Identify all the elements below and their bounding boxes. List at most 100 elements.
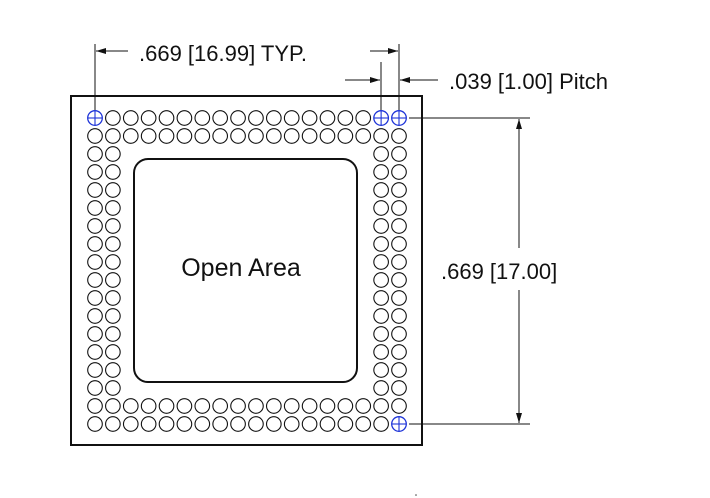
ball-pad (373, 308, 389, 324)
ball-pad (391, 344, 407, 360)
side-dimension-label: .669 [17.00] (441, 259, 557, 284)
ball-pad (87, 128, 103, 144)
ball-pad (140, 398, 157, 414)
ball-pad (391, 200, 407, 216)
ball-pad (105, 146, 121, 162)
ball-pad (283, 416, 300, 432)
ball-pad (373, 128, 389, 144)
ball-pad (230, 398, 246, 414)
ball-pad (283, 128, 300, 144)
ball-pad (373, 146, 389, 162)
ball-pad (391, 290, 407, 306)
ball-pad (176, 128, 193, 144)
ball-pad (373, 398, 389, 414)
ball-pad (265, 110, 282, 126)
speck-mark (415, 494, 417, 496)
ball-pad (87, 380, 103, 396)
ball-pad (105, 110, 121, 126)
ball-pad (212, 110, 229, 126)
ball-pad (87, 182, 103, 198)
ball-pad (391, 182, 407, 198)
ball-pad (373, 416, 389, 432)
ball-pad (391, 398, 407, 414)
ball-pad (158, 128, 175, 144)
ball-pad (212, 398, 229, 414)
ball-pad (87, 146, 103, 162)
ball-pad (373, 362, 389, 378)
ball-pad (391, 308, 407, 324)
ball-pad (105, 164, 121, 180)
ball-pad (391, 236, 407, 252)
ball-pad (373, 290, 389, 306)
ball-pad (194, 398, 211, 414)
ball-pad (373, 344, 389, 360)
ball-pad (373, 326, 389, 342)
ball-pad (105, 344, 121, 360)
ball-pad (319, 398, 336, 414)
ball-pad (319, 128, 336, 144)
ball-pad (87, 308, 103, 324)
ball-pad (194, 416, 211, 432)
ball-pad (176, 398, 193, 414)
ball-pad (301, 110, 318, 126)
ball-pad (105, 182, 121, 198)
ball-pad (105, 254, 121, 270)
ball-pad (248, 128, 264, 144)
ball-pad (337, 128, 354, 144)
ball-pad (105, 380, 121, 396)
open-area-outline (133, 158, 358, 383)
ball-pad (355, 110, 372, 126)
ball-pad (301, 416, 318, 432)
ball-pad (373, 164, 389, 180)
ball-pad (337, 398, 354, 414)
ball-pad (301, 128, 318, 144)
ball-pad (87, 254, 103, 270)
ball-pad (122, 416, 139, 432)
ball-pad (158, 110, 175, 126)
ball-pad (176, 110, 193, 126)
ball-pad (230, 128, 246, 144)
ball-pad (87, 272, 103, 288)
ball-pad (122, 398, 139, 414)
ball-pad (105, 272, 121, 288)
ball-pad (248, 398, 264, 414)
ball-pad (391, 380, 407, 396)
ball-pad (355, 398, 372, 414)
ball-pad (248, 110, 264, 126)
reference-pads (87, 110, 407, 432)
ball-pad (176, 416, 193, 432)
ball-pad (105, 398, 121, 414)
ball-pad (212, 128, 229, 144)
ball-pad (230, 416, 246, 432)
ball-pad (105, 290, 121, 306)
ball-pad (373, 254, 389, 270)
ball-pad (373, 218, 389, 234)
ball-pad (87, 362, 103, 378)
pitch-label: .039 [1.00] Pitch (449, 69, 608, 94)
ball-pad (265, 416, 282, 432)
ball-pad (140, 110, 157, 126)
ball-pad (355, 128, 372, 144)
ball-pad (87, 290, 103, 306)
ball-pad (301, 398, 318, 414)
ball-pad (391, 146, 407, 162)
ball-pad (373, 182, 389, 198)
ball-pad (319, 110, 336, 126)
ball-pad (373, 380, 389, 396)
ball-pad (194, 110, 211, 126)
ball-pad (105, 218, 121, 234)
ball-pad (105, 362, 121, 378)
ball-pad (319, 416, 336, 432)
ball-pad (373, 200, 389, 216)
ball-pad (391, 218, 407, 234)
ball-pad (391, 128, 407, 144)
ball-pad (87, 398, 103, 414)
ball-pad (248, 416, 264, 432)
ball-pad (283, 110, 300, 126)
ball-pad (194, 128, 211, 144)
ball-pad (122, 128, 139, 144)
ball-pad (391, 254, 407, 270)
ball-pad (122, 110, 139, 126)
top-dimension-label: .669 [16.99] TYP. (139, 41, 307, 66)
